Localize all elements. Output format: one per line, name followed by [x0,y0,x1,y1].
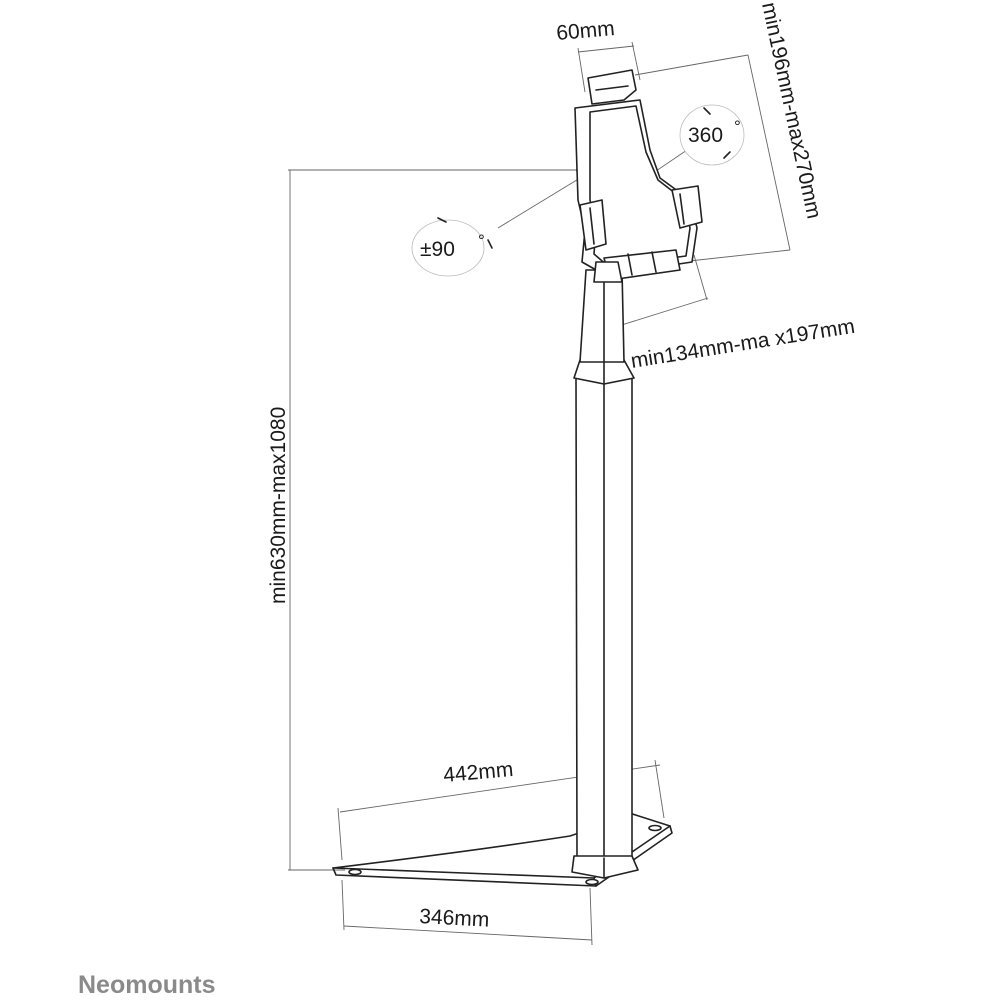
brand-logo-text: Neomounts [78,971,216,999]
tilt-90-indicator: ±90 ° [411,217,493,277]
base-depth-label: 442mm [442,758,514,787]
rotation-360-indicator: 360 ° [679,104,745,166]
tablet-width-range-label: min134mm-ma x197mm [629,315,856,373]
tilt-90-label: ±90 [420,238,455,261]
degree-symbol-tilt: ° [478,231,485,250]
base-width-label: 346mm [419,905,490,932]
dimension-lines [288,41,791,946]
tablet-holder [574,69,703,283]
degree-symbol: ° [734,117,741,136]
stand-height-range-label: min630mm-max1080 [267,407,290,604]
tablet-height-range-label: min196mm-max270mm [757,0,825,221]
column [571,269,639,879]
rotation-360-label: 360 [688,124,723,147]
clamp-width-label: 60mm [555,17,615,45]
